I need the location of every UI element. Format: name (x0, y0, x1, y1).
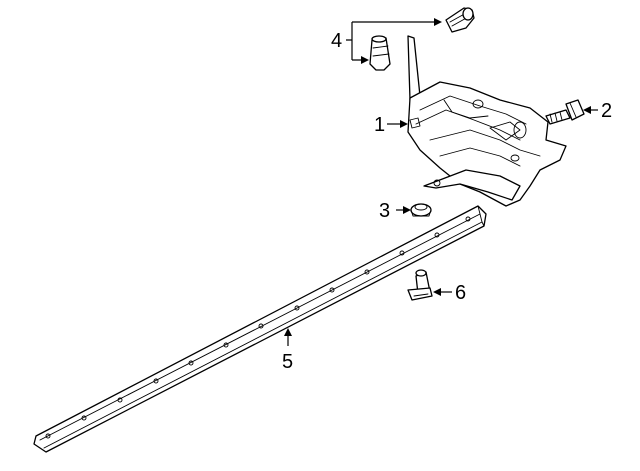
callout-3: 3 (379, 200, 390, 222)
part-1-bracket (407, 35, 567, 207)
callout-6: 6 (455, 282, 466, 304)
callout-4: 4 (331, 30, 342, 52)
part-3-nut (410, 203, 432, 217)
strip-holes (45, 216, 471, 439)
part-5-sill-strip (33, 205, 487, 453)
part-2-bolt (545, 99, 585, 125)
callout-2: 2 (601, 100, 612, 122)
callout-5: 5 (282, 351, 293, 373)
part-6-push-pin (407, 269, 433, 301)
part-4-clips (369, 7, 475, 71)
callout-leaders (284, 18, 598, 346)
callout-1: 1 (374, 114, 385, 136)
